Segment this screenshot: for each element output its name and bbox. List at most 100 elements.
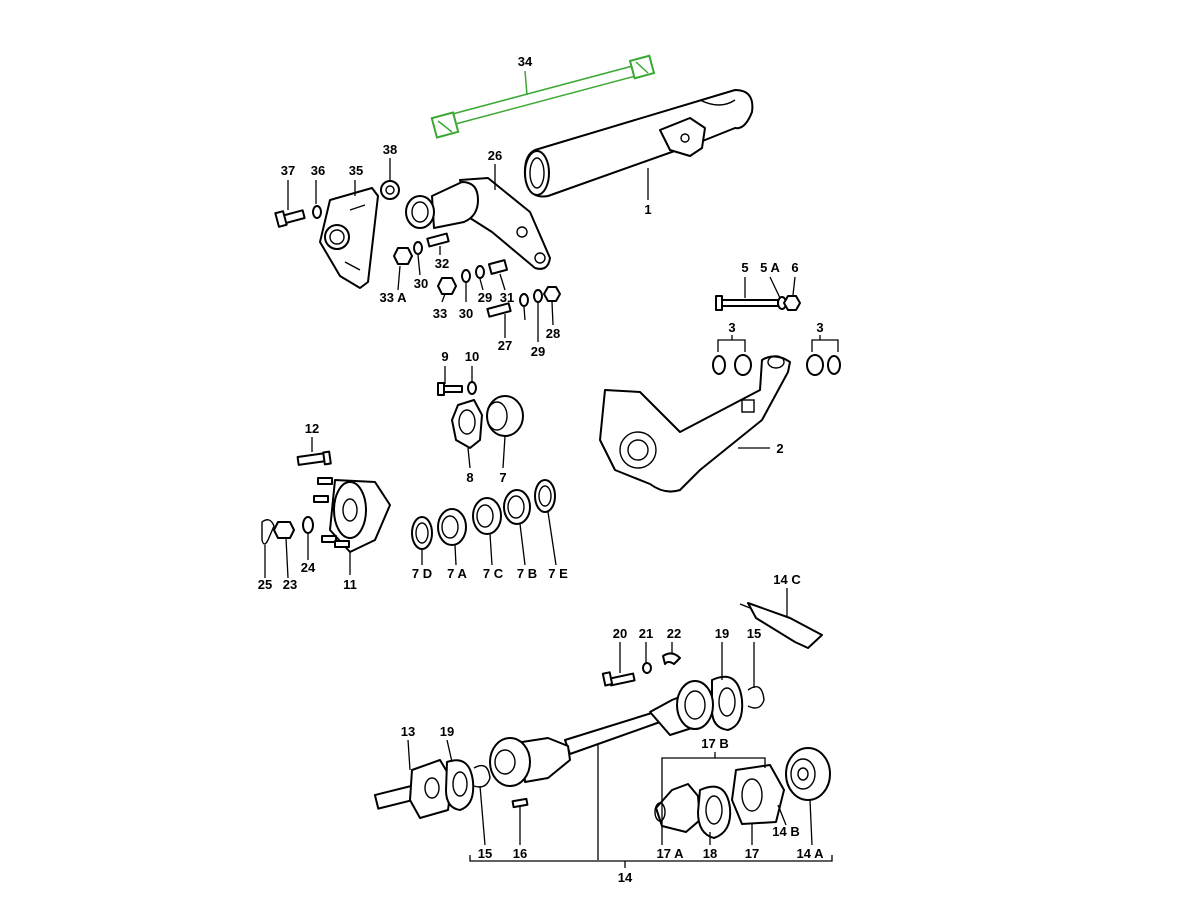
label-35: 35 — [349, 163, 363, 178]
label-36: 36 — [311, 163, 325, 178]
label-7e: 7 E — [548, 566, 568, 581]
part-25-cotter-pin[interactable] — [261, 519, 275, 545]
label-30a: 30 — [414, 276, 428, 291]
label-28: 28 — [546, 326, 560, 341]
part-20-bolt[interactable] — [601, 671, 636, 687]
part-9-bolt[interactable] — [437, 382, 463, 396]
label-15-upper: 15 — [747, 626, 761, 641]
leader-lines — [264, 70, 839, 868]
part-6-nut[interactable] — [783, 295, 801, 311]
part-7d-ring[interactable] — [411, 516, 433, 550]
label-5a: 5 A — [760, 260, 780, 275]
part-14a-cv-joint[interactable] — [785, 747, 831, 801]
label-17b: 17 B — [701, 736, 728, 751]
label-31: 31 — [500, 290, 514, 305]
part-3-bushings-left[interactable] — [712, 354, 752, 376]
label-29b: 29 — [531, 344, 545, 359]
label-14c: 14 C — [773, 572, 801, 587]
label-7d: 7 D — [412, 566, 432, 581]
part-13-stub-axle[interactable] — [373, 759, 453, 819]
part-37-bolt[interactable] — [274, 209, 306, 228]
part-5-bolt[interactable] — [715, 295, 779, 311]
part-26-spring-plate[interactable] — [405, 177, 551, 270]
label-19-upper: 19 — [715, 626, 729, 641]
label-24: 24 — [301, 560, 316, 575]
label-1: 1 — [644, 202, 651, 217]
label-20: 20 — [613, 626, 627, 641]
label-12: 12 — [305, 421, 319, 436]
part-3-bushings-right[interactable] — [806, 354, 841, 376]
part-15-circlip-lower[interactable] — [473, 764, 491, 788]
part-21-washer[interactable] — [642, 662, 652, 674]
part-12-bolt[interactable] — [296, 450, 332, 466]
part-30a-washer[interactable] — [413, 241, 423, 255]
part-7a-bearing-race[interactable] — [437, 508, 467, 546]
label-14: 14 — [618, 870, 633, 885]
part-30b-washer[interactable] — [461, 269, 471, 283]
part-1-cross-tube[interactable] — [523, 89, 754, 198]
label-7c: 7 C — [483, 566, 504, 581]
part-7c-spacer[interactable] — [472, 497, 502, 535]
part-17a-boot[interactable] — [654, 783, 701, 833]
part-31-bolt[interactable] — [487, 259, 509, 275]
label-5: 5 — [741, 260, 748, 275]
part-24-washer[interactable] — [302, 516, 314, 534]
label-18: 18 — [703, 846, 717, 861]
part-16-key[interactable] — [511, 797, 529, 809]
callout-labels: 34 1 26 37 36 35 38 33 A 30 32 33 30 29 … — [258, 54, 824, 885]
label-7a: 7 A — [447, 566, 467, 581]
label-25: 25 — [258, 577, 272, 592]
label-22: 22 — [667, 626, 681, 641]
part-36-washer[interactable] — [312, 205, 322, 219]
part-29a-washer[interactable] — [475, 265, 485, 279]
label-6: 6 — [791, 260, 798, 275]
part-23-castle-nut[interactable] — [273, 521, 295, 539]
label-30b: 30 — [459, 306, 473, 321]
part-7e-ring[interactable] — [534, 479, 556, 513]
label-7b: 7 B — [517, 566, 537, 581]
label-8: 8 — [466, 470, 473, 485]
part-33a-nut[interactable] — [393, 247, 413, 265]
part-18-gasket[interactable] — [697, 785, 732, 839]
part-17-flange[interactable] — [731, 764, 785, 825]
part-34-torsion-bar[interactable] — [430, 54, 656, 139]
label-10: 10 — [465, 349, 479, 364]
label-11: 11 — [343, 577, 357, 592]
label-16: 16 — [513, 846, 527, 861]
part-22-plate[interactable] — [662, 652, 681, 665]
label-3-right: 3 — [816, 320, 823, 335]
part-32-bolt[interactable] — [426, 232, 450, 248]
label-32: 32 — [435, 256, 449, 271]
label-9: 9 — [441, 349, 448, 364]
part-38-bushing[interactable] — [380, 180, 400, 200]
label-34: 34 — [518, 54, 533, 69]
part-35-cover[interactable] — [319, 187, 379, 289]
part-19-gasket-lower[interactable] — [445, 759, 475, 811]
label-17a: 17 A — [657, 846, 685, 861]
label-14b: 14 B — [772, 824, 799, 839]
label-21: 21 — [639, 626, 653, 641]
part-33-nut[interactable] — [437, 277, 457, 295]
part-28-nut[interactable] — [543, 286, 561, 302]
label-37: 37 — [281, 163, 295, 178]
part-7b-bearing-race[interactable] — [503, 489, 531, 525]
part-15-circlip-upper[interactable] — [747, 686, 765, 709]
part-27-bolt[interactable] — [486, 302, 512, 318]
part-10-washer[interactable] — [467, 381, 477, 395]
label-13: 13 — [401, 724, 415, 739]
part-7-bearing[interactable] — [486, 395, 524, 437]
label-23: 23 — [283, 577, 297, 592]
part-8-cover-plate[interactable] — [451, 399, 483, 449]
part-14c-grease-tube[interactable] — [739, 602, 823, 649]
label-29a: 29 — [478, 290, 492, 305]
label-38: 38 — [383, 142, 397, 157]
part-19-gasket-upper[interactable] — [711, 675, 744, 731]
part-2-trailing-arm[interactable] — [599, 355, 791, 493]
label-3-left: 3 — [728, 320, 735, 335]
label-14a: 14 A — [797, 846, 825, 861]
part-14-drive-shaft[interactable] — [489, 680, 714, 787]
part-11-wheel-hub[interactable] — [313, 477, 391, 553]
part-29b-washer[interactable] — [533, 289, 543, 303]
part-30c-washer[interactable] — [519, 293, 529, 307]
